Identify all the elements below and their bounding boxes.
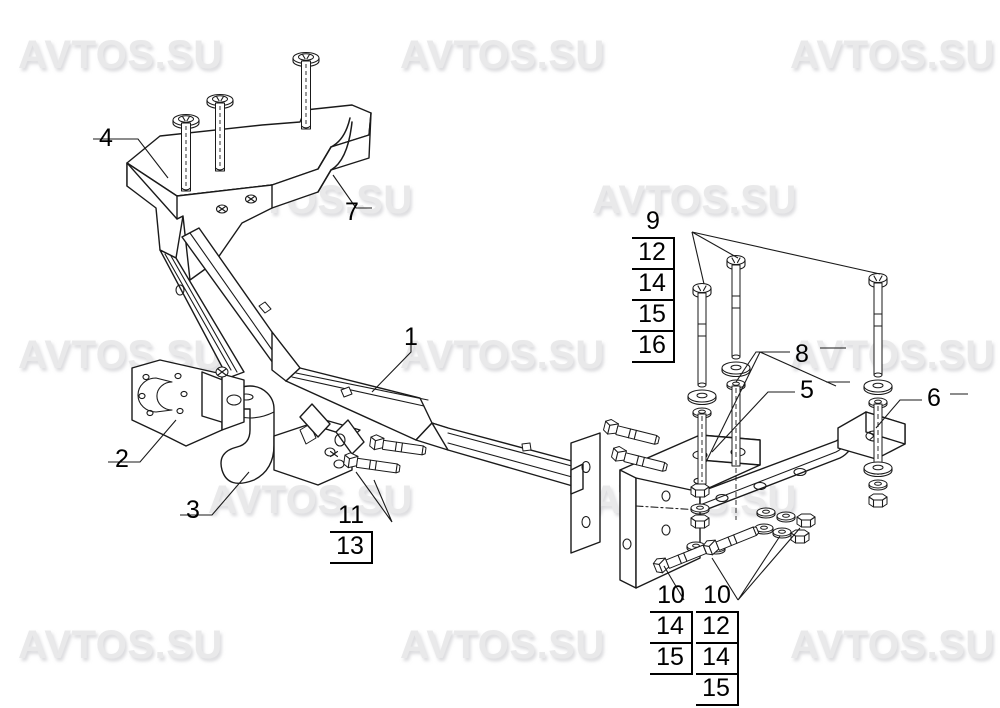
callout-5: 5 [800,376,814,404]
stack-10-12-14-15-item-12: 12 [696,613,739,644]
callout-4: 4 [99,124,113,152]
stack-11-13-item-13: 13 [330,533,373,564]
part-4-left-mounting-bracket [126,104,372,379]
part-1-main-crossbar [181,227,601,554]
stack-10-12-14-15-item-10: 10 [696,582,739,613]
callout-6: 6 [927,384,941,412]
stack-9-12-14-15-16-item-9: 9 [632,208,675,239]
callout-7: 7 [345,198,359,226]
stack-9-12-14-15-16-item-12: 12 [632,239,675,270]
stack-10-14-15-item-14: 14 [650,613,693,644]
part-5-center-mounting-plate [619,434,761,589]
callout-2: 2 [115,445,129,473]
stack-9-12-14-15-16-item-14: 14 [632,270,675,301]
leader-lines [93,138,968,601]
part-3-tow-ball [220,385,365,486]
stack-9-12-14-15-16-item-15: 15 [632,301,675,332]
tow-ball-bolts-11-13 [334,433,428,476]
stack-10-12-14-15-item-14: 14 [696,644,739,675]
callout-3: 3 [186,496,200,524]
stack-10-12-14-15-item-15: 15 [696,675,739,706]
stack-10-14-15-item-15: 15 [650,644,693,675]
part-2-socket-plate [131,359,245,447]
callout-1: 1 [404,323,418,351]
callout-8: 8 [795,340,809,368]
hardware-stack-arm [754,507,816,544]
stack-11-13-item-11: 11 [330,502,373,533]
stack-9-12-14-15-16-item-16: 16 [632,332,675,363]
stack-10-14-15-item-10: 10 [650,582,693,613]
